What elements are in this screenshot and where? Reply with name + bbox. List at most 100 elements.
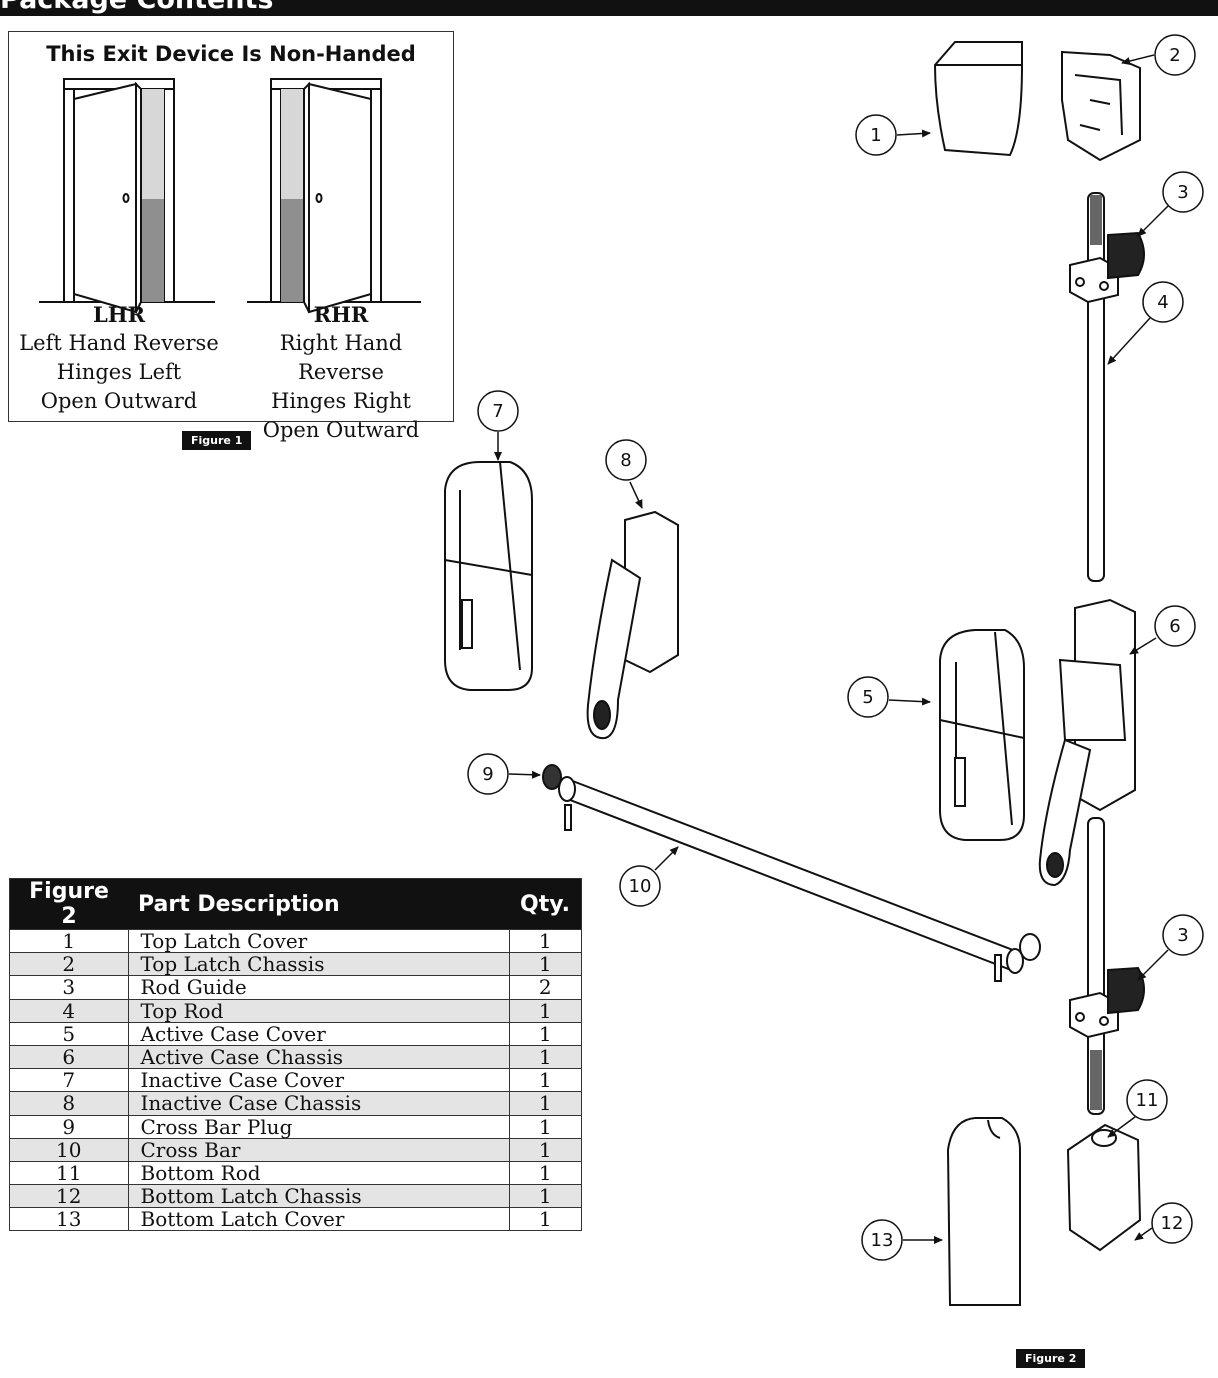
part-number: 5 xyxy=(9,1021,129,1046)
part-number: 3 xyxy=(9,975,129,1000)
part-description: Bottom Rod xyxy=(127,1160,510,1186)
part-qty: 1 xyxy=(508,1114,582,1139)
part-description: Bottom Latch Cover xyxy=(127,1207,510,1232)
part-qty: 1 xyxy=(508,1137,582,1162)
part-description: Inactive Case Chassis xyxy=(127,1091,510,1116)
part-number: 10 xyxy=(9,1137,129,1162)
callout-2 xyxy=(1154,34,1196,76)
callout-5 xyxy=(847,676,889,718)
rod-guide-top xyxy=(1069,231,1145,304)
callout-label: 13 xyxy=(871,1230,894,1251)
bottom-latch-cover xyxy=(946,1117,1021,1306)
rhr-door-illustration xyxy=(247,78,421,314)
rod-guide-bottom xyxy=(1069,966,1145,1039)
callout-label: 12 xyxy=(1161,1213,1184,1234)
callout-11 xyxy=(1126,1079,1168,1121)
part-number: 2 xyxy=(9,952,129,977)
lhr-door-illustration xyxy=(39,78,215,314)
part-description: Top Latch Chassis xyxy=(127,952,510,977)
table-header-row: Figure 2 Part Description Qty. xyxy=(9,878,582,930)
top-latch-chassis xyxy=(1061,50,1141,162)
part-description: Active Case Chassis xyxy=(127,1044,510,1070)
lhr-description: LHR Left Hand Reverse Hinges Left Open O… xyxy=(19,302,219,413)
part-qty: 1 xyxy=(508,1068,582,1093)
callout-10 xyxy=(619,865,661,907)
door-illustrations xyxy=(39,78,421,314)
part-qty: 1 xyxy=(508,928,582,954)
part-number: 4 xyxy=(9,998,129,1023)
callout-9 xyxy=(467,753,509,795)
section-title: Package Contents xyxy=(0,0,274,16)
callout-12 xyxy=(1151,1202,1193,1244)
part-number: 11 xyxy=(9,1160,129,1186)
part-qty: 1 xyxy=(508,1091,582,1116)
callout-label: 3 xyxy=(1177,182,1188,203)
part-number: 12 xyxy=(9,1184,129,1209)
top-rod xyxy=(1087,192,1105,582)
top-latch-cover xyxy=(933,41,1023,157)
callout-4 xyxy=(1142,281,1184,323)
part-qty: 2 xyxy=(508,975,582,1000)
callout-label: 7 xyxy=(492,401,503,422)
callout-8 xyxy=(605,439,647,481)
callouts xyxy=(467,34,1204,1261)
callout-6 xyxy=(1154,605,1196,647)
callout-label: 11 xyxy=(1136,1090,1159,1111)
part-qty: 1 xyxy=(508,1207,582,1232)
part-number: 9 xyxy=(9,1114,129,1139)
part-number: 7 xyxy=(9,1068,129,1093)
part-qty: 1 xyxy=(508,998,582,1023)
col-qty: Qty. xyxy=(509,878,582,930)
handing-figure: This Exit Device Is Non-Handed xyxy=(8,31,454,442)
callout-label: 9 xyxy=(482,764,493,785)
part-description: Rod Guide xyxy=(127,975,510,1000)
part-qty: 1 xyxy=(508,1160,582,1186)
part-number: 13 xyxy=(9,1207,129,1232)
handing-title: This Exit Device Is Non-Handed xyxy=(46,42,416,66)
part-description: Cross Bar Plug xyxy=(127,1114,510,1139)
part-description: Top Latch Cover xyxy=(127,928,510,954)
part-description: Inactive Case Cover xyxy=(127,1068,510,1093)
figure2-caption: Figure 2 xyxy=(1016,1349,1086,1368)
col-description: Part Description xyxy=(128,878,509,930)
callout-label: 2 xyxy=(1169,45,1180,66)
section-header: Package Contents xyxy=(0,0,1218,16)
callout-3-top xyxy=(1162,171,1204,213)
callout-label: 1 xyxy=(870,125,881,146)
part-description: Active Case Cover xyxy=(127,1021,510,1046)
part-qty: 1 xyxy=(508,1184,582,1209)
part-number: 1 xyxy=(9,928,129,954)
figure1-caption: Figure 1 xyxy=(182,431,252,450)
part-description: Cross Bar xyxy=(127,1137,510,1162)
callout-7 xyxy=(477,390,519,432)
part-qty: 1 xyxy=(508,952,582,977)
callout-1 xyxy=(855,114,897,156)
rhr-description: RHR Right Hand Reverse Hinges Right Open… xyxy=(262,302,420,442)
part-qty: 1 xyxy=(508,1044,582,1070)
callout-label: 3 xyxy=(1177,925,1188,946)
cross-bar-plug xyxy=(542,764,562,790)
part-qty: 1 xyxy=(508,1021,582,1046)
callout-label: 4 xyxy=(1157,292,1168,313)
part-number: 6 xyxy=(9,1044,129,1070)
col-figure: Figure 2 xyxy=(9,878,128,930)
callout-label: 8 xyxy=(620,450,631,471)
bottom-rod xyxy=(1087,817,1105,1115)
part-description: Top Rod xyxy=(127,998,510,1023)
callout-label: 6 xyxy=(1169,616,1180,637)
